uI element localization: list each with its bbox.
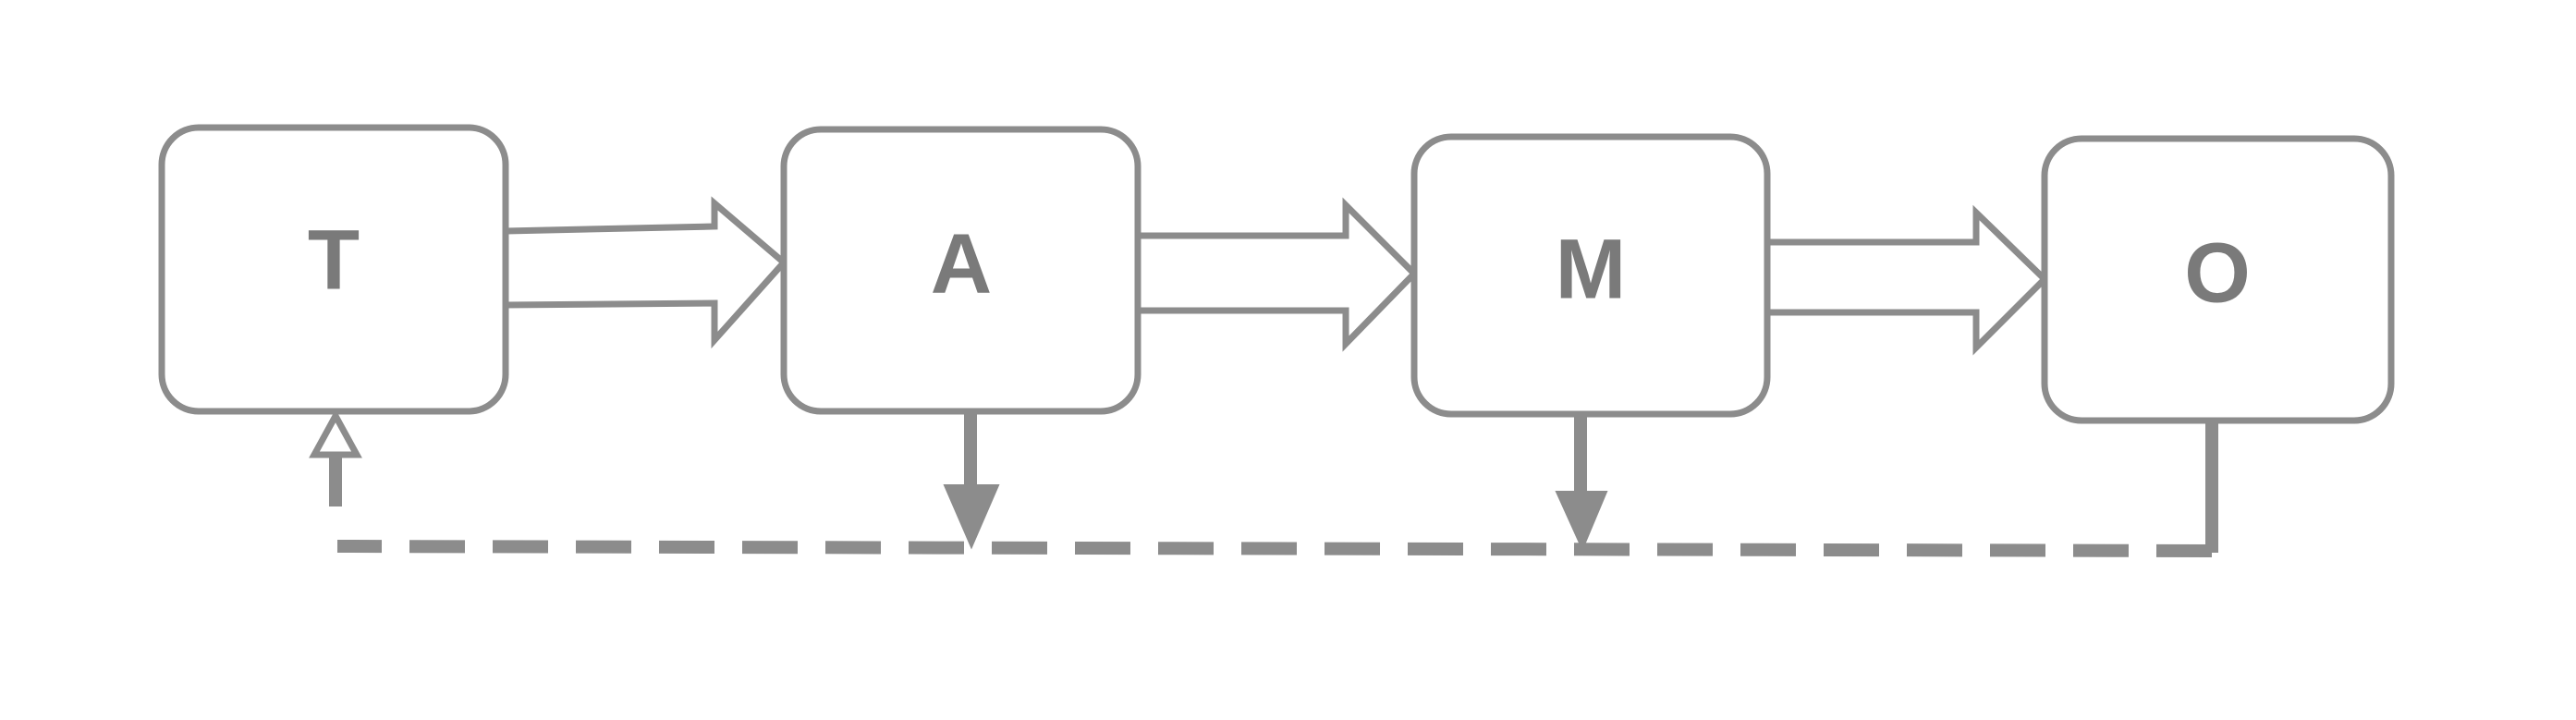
box-o-label: O bbox=[2184, 226, 2251, 320]
box-a-label: A bbox=[931, 216, 992, 311]
flow-arrow-m-to-o bbox=[1764, 204, 2049, 356]
box-m: M bbox=[1410, 133, 1771, 418]
box-m-label: M bbox=[1556, 222, 1627, 316]
box-t-label: T bbox=[308, 213, 360, 307]
flow-arrows bbox=[502, 196, 2049, 356]
feedback-arrowhead-to-t-icon bbox=[309, 409, 362, 458]
feedback-arrowhead-from-m-icon bbox=[1555, 491, 1608, 552]
flow-arrow-t-to-a bbox=[502, 196, 788, 349]
box-t: T bbox=[158, 124, 509, 415]
box-a: A bbox=[780, 126, 1141, 415]
flow-arrow-a-to-m bbox=[1134, 197, 1419, 352]
feedback-loop bbox=[309, 409, 2218, 557]
box-o: O bbox=[2041, 135, 2395, 424]
feedback-arrowhead-from-a-icon bbox=[943, 484, 1000, 550]
feedback-dashed-line bbox=[336, 540, 2213, 557]
